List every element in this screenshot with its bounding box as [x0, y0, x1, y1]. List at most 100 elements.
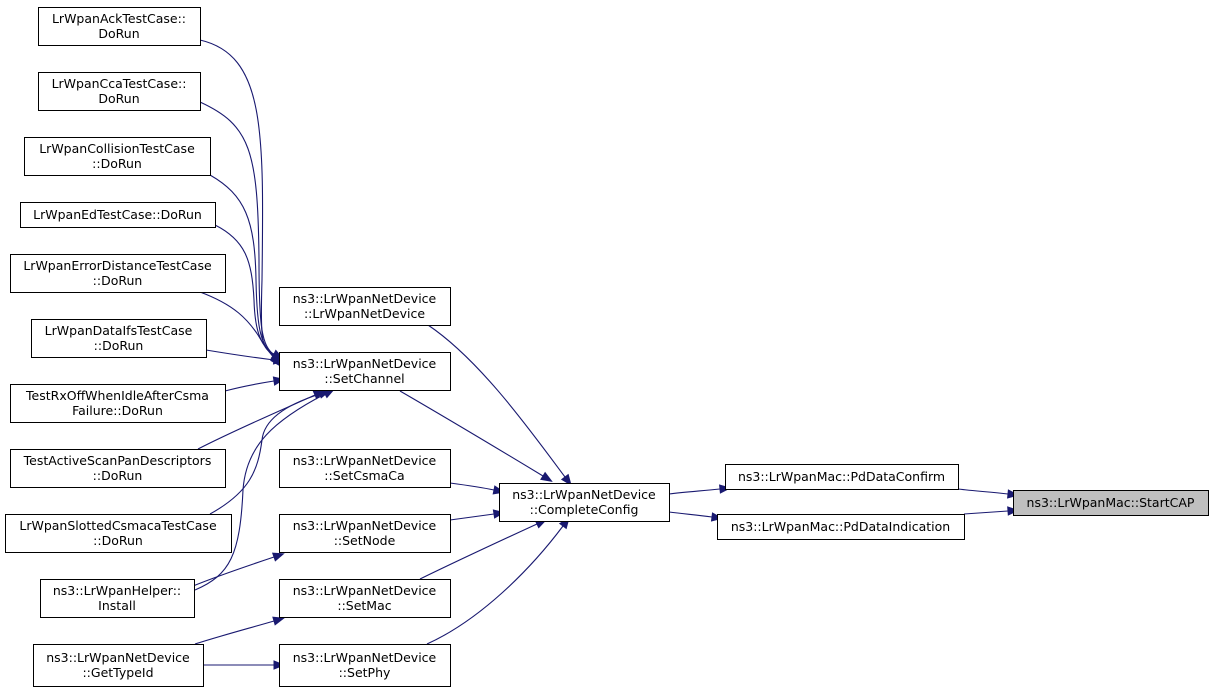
edge-setnode-to-complete: [449, 509, 506, 521]
nodes-layer: LrWpanAckTestCase::DoRunLrWpanCcaTestCas…: [5, 7, 1209, 687]
edge-pdconfirm-to-startcap: [957, 488, 1020, 499]
edge-line: [194, 620, 275, 645]
node-complete[interactable]: ns3::LrWpanNetDevice::CompleteConfig: [499, 483, 670, 522]
node-label-line: ns3::LrWpanMac::StartCAP: [1027, 495, 1195, 510]
edge-gettypeid-to-setphy: [203, 660, 286, 670]
node-box: [10, 449, 226, 488]
node-box: [499, 483, 670, 522]
node-box: [20, 202, 216, 228]
edge-line: [224, 380, 275, 392]
node-label-line: ::SetPhy: [339, 665, 391, 680]
node-errdist[interactable]: LrWpanErrorDistanceTestCase::DoRun: [10, 254, 226, 293]
node-box: [10, 254, 226, 293]
node-label-line: LrWpanEdTestCase::DoRun: [33, 207, 202, 222]
edge-line: [427, 324, 566, 478]
node-dataifs[interactable]: LrWpanDataIfsTestCase::DoRun: [31, 319, 207, 358]
node-label-line: LrWpanCcaTestCase::: [52, 76, 187, 91]
node-label-line: ::SetMac: [337, 598, 391, 613]
node-box: [279, 514, 451, 553]
node-label-line: ns3::LrWpanNetDevice: [512, 487, 656, 502]
edge-line: [426, 525, 564, 645]
node-label-line: ::SetCsmaCa: [324, 468, 404, 483]
node-setcsmaca[interactable]: ns3::LrWpanNetDevice::SetCsmaCa: [279, 449, 451, 488]
node-box: [279, 449, 451, 488]
edge-line: [449, 482, 495, 491]
edge-line: [399, 390, 544, 477]
node-setnode[interactable]: ns3::LrWpanNetDevice::SetNode: [279, 514, 451, 553]
node-cca[interactable]: LrWpanCcaTestCase::DoRun: [38, 72, 201, 111]
node-label-line: ns3::LrWpanNetDevice: [293, 291, 437, 306]
node-label-line: ::CompleteConfig: [530, 502, 639, 517]
edge-line: [668, 511, 713, 518]
node-label-line: ns3::LrWpanNetDevice: [293, 453, 437, 468]
node-ack[interactable]: LrWpanAckTestCase::DoRun: [38, 7, 201, 46]
node-label-line: ns3::LrWpanNetDevice: [46, 650, 190, 665]
node-label-line: ::SetNode: [334, 533, 396, 548]
node-label-line: ns3::LrWpanMac::PdDataConfirm: [738, 469, 945, 484]
edge-complete-to-pdindication: [668, 511, 724, 522]
edge-line: [449, 513, 495, 521]
edges-layer: [192, 39, 1020, 670]
edge-rxoff-to-setchannel: [224, 376, 286, 392]
node-box: [40, 579, 195, 618]
node-label-line: ::GetTypeId: [82, 665, 153, 680]
edge-line: [205, 349, 275, 361]
edge-line: [419, 523, 538, 580]
node-gettypeid[interactable]: ns3::LrWpanNetDevice::GetTypeId: [33, 644, 204, 687]
node-box: [279, 644, 451, 687]
edge-line: [957, 488, 1009, 495]
node-setchannel[interactable]: ns3::LrWpanNetDevice::SetChannel: [279, 352, 451, 391]
edge-setchannel-to-complete: [399, 390, 553, 482]
node-label-line: ::DoRun: [93, 468, 143, 483]
node-ed[interactable]: LrWpanEdTestCase::DoRun: [20, 202, 216, 228]
edge-line: [199, 291, 275, 359]
node-box: [38, 7, 201, 46]
edge-ed-to-setchannel: [214, 224, 282, 366]
node-setmac[interactable]: ns3::LrWpanNetDevice::SetMac: [279, 579, 451, 618]
node-helper[interactable]: ns3::LrWpanHelper::Install: [40, 579, 195, 618]
node-label-line: TestRxOffWhenIdleAfterCsma: [25, 388, 209, 403]
node-box: [31, 319, 207, 358]
node-ctor[interactable]: ns3::LrWpanNetDevice::LrWpanNetDevice: [279, 287, 451, 326]
edge-line: [668, 488, 721, 495]
edge-line: [209, 174, 275, 357]
node-slotted[interactable]: LrWpanSlottedCsmacaTestCase::DoRun: [5, 514, 232, 553]
edge-helper-to-setnode: [192, 552, 285, 587]
node-startcap: ns3::LrWpanMac::StartCAP: [1013, 490, 1209, 516]
node-label-line: DoRun: [98, 91, 139, 106]
edge-complete-to-pdconfirm: [668, 484, 732, 495]
node-label-line: ::SetChannel: [324, 371, 404, 386]
node-box: [717, 514, 965, 540]
node-box: [1013, 490, 1209, 516]
node-pdindication[interactable]: ns3::LrWpanMac::PdDataIndication: [717, 514, 965, 540]
edge-pdindication-to-startcap: [963, 506, 1020, 516]
node-box: [38, 72, 201, 111]
edge-ack-to-setchannel: [199, 39, 285, 360]
node-box: [279, 287, 451, 326]
node-label-line: DoRun: [98, 26, 139, 41]
edge-ctor-to-complete: [427, 324, 572, 487]
node-label-line: TestActiveScanPanDescriptors: [23, 453, 212, 468]
node-label-line: Install: [98, 598, 136, 613]
edge-line: [194, 393, 326, 591]
node-setphy[interactable]: ns3::LrWpanNetDevice::SetPhy: [279, 644, 451, 687]
node-collision[interactable]: LrWpanCollisionTestCase::DoRun: [24, 137, 211, 176]
node-label-line: ::DoRun: [94, 338, 144, 353]
node-label-line: ns3::LrWpanNetDevice: [293, 583, 437, 598]
arrowhead-icon: [560, 473, 572, 487]
node-pdconfirm[interactable]: ns3::LrWpanMac::PdDataConfirm: [725, 464, 959, 490]
node-label-line: Failure::DoRun: [72, 403, 163, 418]
node-label-line: LrWpanCollisionTestCase: [39, 141, 195, 156]
edge-line: [199, 101, 275, 356]
node-label-line: ::LrWpanNetDevice: [304, 306, 425, 321]
arrowhead-icon: [540, 471, 553, 482]
node-box: [33, 644, 204, 687]
node-label-line: ns3::LrWpanNetDevice: [293, 356, 437, 371]
node-label-line: ::DoRun: [93, 533, 143, 548]
node-label-line: ::DoRun: [92, 156, 142, 171]
node-label-line: ns3::LrWpanMac::PdDataIndication: [731, 519, 950, 534]
edge-gettypeid-to-setmac: [194, 616, 285, 645]
node-activescan[interactable]: TestActiveScanPanDescriptors::DoRun: [10, 449, 226, 488]
arrowhead-icon: [719, 484, 732, 494]
